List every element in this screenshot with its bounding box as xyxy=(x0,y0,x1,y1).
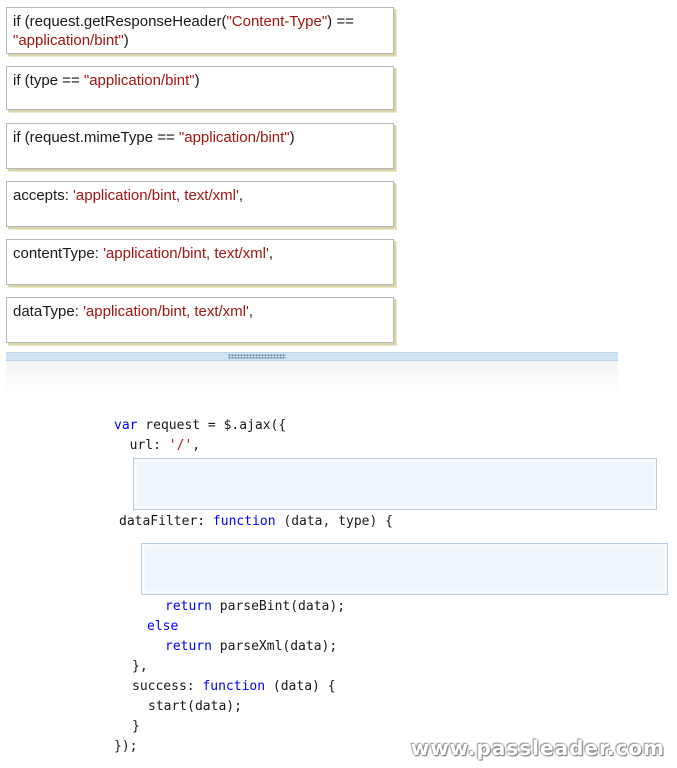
pane-splitter[interactable] xyxy=(6,352,618,361)
choice-text: ) xyxy=(123,32,129,49)
choice-content-type[interactable]: contentType: 'application/bint, text/xml… xyxy=(6,239,394,285)
choice-accepts[interactable]: accepts: 'application/bint, text/xml', xyxy=(6,181,394,227)
choice-text: , xyxy=(268,245,274,262)
choice-string: 'application/bint, text/xml' xyxy=(103,245,269,262)
drop-target-1[interactable] xyxy=(133,458,657,510)
code-line-5: else xyxy=(147,619,179,634)
choice-string: "Content-Type" xyxy=(226,13,328,30)
splitter-grip-icon[interactable] xyxy=(228,354,286,359)
code-line-1: var request = $.ajax({ xyxy=(114,418,287,433)
code-line-7: }, xyxy=(132,659,148,674)
choice-text: contentType: xyxy=(13,245,104,262)
drop-target-2[interactable] xyxy=(141,543,668,595)
choice-text: if (request.mimeType == xyxy=(13,129,179,146)
choice-type-check[interactable]: if (type == "application/bint") xyxy=(6,66,394,110)
code-line-8: success: function (data) { xyxy=(132,679,336,694)
choice-text: ) xyxy=(289,129,295,146)
code-line-11: }); xyxy=(114,739,138,754)
choice-text: , xyxy=(248,303,254,320)
choice-text: if (type == xyxy=(13,72,84,89)
choice-text: , xyxy=(238,187,244,204)
choice-string: 'application/bint, text/xml' xyxy=(73,187,239,204)
code-line-2: url: '/', xyxy=(114,438,201,453)
divider-shade xyxy=(6,361,618,397)
code-line-4: return parseBint(data); xyxy=(165,599,346,614)
choice-string: "application/bint" xyxy=(13,32,124,49)
code-line-10: } xyxy=(132,719,140,734)
code-line-6: return parseXml(data); xyxy=(165,639,338,654)
choice-text: accepts: xyxy=(13,187,74,204)
choice-text: dataType: xyxy=(13,303,84,320)
watermark: www.passleader.com xyxy=(410,736,665,760)
code-line-3: dataFilter: function (data, type) { xyxy=(119,514,393,529)
choice-text: ) xyxy=(194,72,200,89)
choice-mime-type[interactable]: if (request.mimeType == "application/bin… xyxy=(6,123,394,169)
choice-string: "application/bint" xyxy=(178,129,290,146)
choice-text: ) == xyxy=(327,13,359,30)
choice-get-response-header[interactable]: if (request.getResponseHeader("Content-T… xyxy=(6,7,394,54)
choice-string: 'application/bint, text/xml' xyxy=(83,303,249,320)
choice-string: "application/bint" xyxy=(83,72,195,89)
code-line-9: start(data); xyxy=(148,699,242,714)
choice-data-type[interactable]: dataType: 'application/bint, text/xml', xyxy=(6,297,394,343)
choice-text: if (request.getResponseHeader( xyxy=(13,13,227,30)
